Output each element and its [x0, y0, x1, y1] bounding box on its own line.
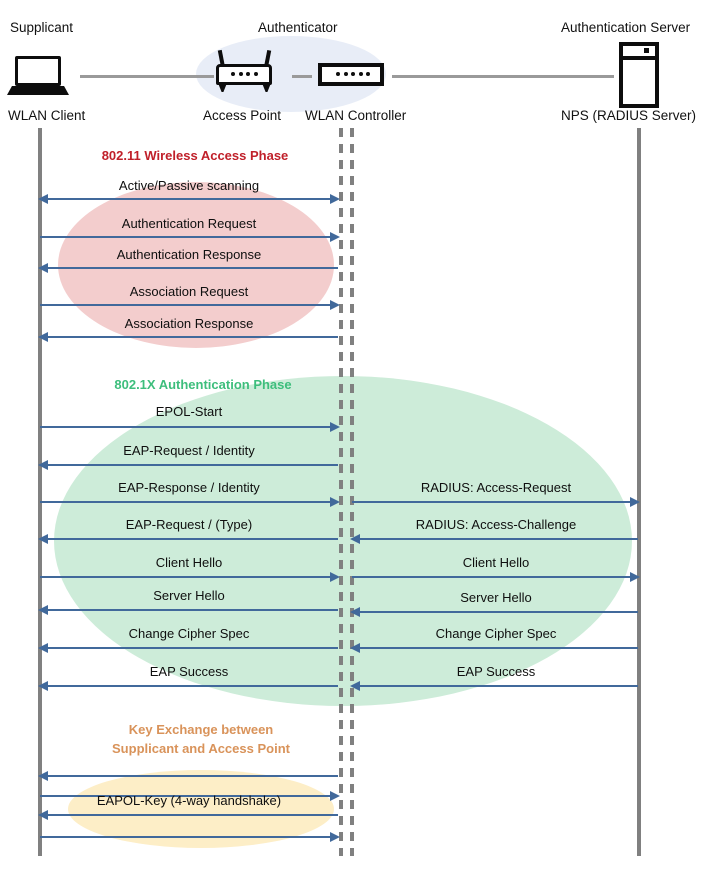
- actor-role-supplicant: Supplicant: [10, 20, 74, 35]
- message-line-left-15: [42, 814, 338, 816]
- arrowhead-left-2: [38, 263, 48, 273]
- message-label-left-5: EPOL-Start: [155, 404, 223, 419]
- message-label-right-3: Server Hello: [460, 590, 532, 605]
- link-controller-nps: [392, 75, 614, 78]
- phase-label-8021x: 802.1X Authentication Phase: [114, 377, 292, 392]
- message-line-left-7: [40, 501, 338, 503]
- message-label-left-8: EAP-Request / (Type): [125, 517, 253, 532]
- message-line-right-4: [354, 647, 638, 649]
- message-label-left-7: EAP-Response / Identity: [118, 480, 260, 495]
- message-label-right-2: Client Hello: [462, 555, 530, 570]
- message-line-left-9: [40, 576, 338, 578]
- arrowhead-left-9: [330, 572, 340, 582]
- actor-caption-wlan-client: WLAN Client: [8, 108, 86, 123]
- message-line-left-10: [42, 609, 338, 611]
- server-icon: [619, 42, 661, 110]
- laptop-icon: [7, 56, 77, 96]
- message-line-left-12: [42, 685, 338, 687]
- message-line-left-11: [42, 647, 338, 649]
- arrowhead-right-4: [350, 643, 360, 653]
- lifeline-auth-server: [637, 128, 641, 856]
- arrowhead-left-14: [330, 791, 340, 801]
- actor-caption-access-point: Access Point: [203, 108, 282, 123]
- arrowhead-left-0a: [38, 194, 48, 204]
- arrowhead-left-7: [330, 497, 340, 507]
- message-label-left-10: Server Hello: [153, 588, 225, 603]
- arrowhead-left-0b: [330, 194, 340, 204]
- message-line-right-3: [354, 611, 638, 613]
- message-label-left-12: EAP Success: [149, 664, 229, 679]
- actor-caption-nps: NPS (RADIUS Server): [561, 108, 697, 123]
- message-label-right-0: RADIUS: Access-Request: [420, 480, 572, 495]
- message-label-left-1: Authentication Request: [121, 216, 257, 231]
- wlan-controller-icon: [318, 63, 386, 88]
- message-line-right-5: [354, 685, 638, 687]
- link-client-ap: [80, 75, 214, 78]
- lifeline-access-point: [339, 128, 343, 856]
- phase-blob-wireless-access: [58, 182, 334, 348]
- arrowhead-left-13: [38, 771, 48, 781]
- message-line-left-1: [40, 236, 338, 238]
- arrowhead-right-3: [350, 607, 360, 617]
- arrowhead-left-6: [38, 460, 48, 470]
- message-line-left-13: [42, 775, 338, 777]
- arrowhead-left-4: [38, 332, 48, 342]
- message-label-left-9: Client Hello: [155, 555, 223, 570]
- lifeline-wlan-controller: [350, 128, 354, 856]
- phase-blob-8021x: [54, 376, 632, 706]
- message-label-left-11: Change Cipher Spec: [128, 626, 250, 641]
- message-label-left-3: Association Request: [129, 284, 249, 299]
- message-line-left-2: [42, 267, 338, 269]
- arrowhead-left-16: [330, 832, 340, 842]
- message-line-left-5: [40, 426, 338, 428]
- actor-role-authenticator: Authenticator: [258, 20, 338, 35]
- arrowhead-left-3: [330, 300, 340, 310]
- message-label-right-5: EAP Success: [456, 664, 536, 679]
- message-line-left-4: [42, 336, 338, 338]
- access-point-icon: [216, 49, 274, 95]
- message-line-left-8: [42, 538, 338, 540]
- arrowhead-left-12: [38, 681, 48, 691]
- message-line-left-14: [40, 795, 338, 797]
- arrowhead-right-2: [630, 572, 640, 582]
- actor-caption-wlan-controller: WLAN Controller: [305, 108, 407, 123]
- message-label-left-15: EAPOL-Key (4-way handshake): [96, 793, 282, 808]
- message-line-left-3: [40, 304, 338, 306]
- phase-label-wireless-access: 802.11 Wireless Access Phase: [101, 148, 289, 163]
- arrowhead-left-10: [38, 605, 48, 615]
- actor-role-authentication-server: Authentication Server: [561, 20, 691, 35]
- arrowhead-left-11: [38, 643, 48, 653]
- arrowhead-left-5: [330, 422, 340, 432]
- message-label-left-6: EAP-Request / Identity: [123, 443, 255, 458]
- arrowhead-left-8: [38, 534, 48, 544]
- phase-blob-key-exchange: [68, 770, 334, 848]
- arrowhead-right-5: [350, 681, 360, 691]
- arrowhead-left-15: [38, 810, 48, 820]
- message-label-right-1: RADIUS: Access-Challenge: [415, 517, 577, 532]
- message-label-left-0: Active/Passive scanning: [118, 178, 260, 193]
- lifeline-supplicant: [38, 128, 42, 856]
- message-line-left-0: [42, 198, 338, 200]
- arrowhead-left-1: [330, 232, 340, 242]
- arrowhead-right-1: [350, 534, 360, 544]
- phase-label-key-exchange: Key Exchange between Supplicant and Acce…: [112, 722, 290, 756]
- message-line-right-0: [352, 501, 638, 503]
- message-line-left-6: [42, 464, 338, 466]
- message-label-left-2: Authentication Response: [116, 247, 262, 262]
- message-label-right-4: Change Cipher Spec: [435, 626, 557, 641]
- message-line-right-1: [354, 538, 638, 540]
- message-label-left-4: Association Response: [124, 316, 254, 331]
- link-ap-controller: [292, 75, 312, 78]
- message-line-right-2: [352, 576, 638, 578]
- arrowhead-right-0: [630, 497, 640, 507]
- message-line-left-16: [40, 836, 338, 838]
